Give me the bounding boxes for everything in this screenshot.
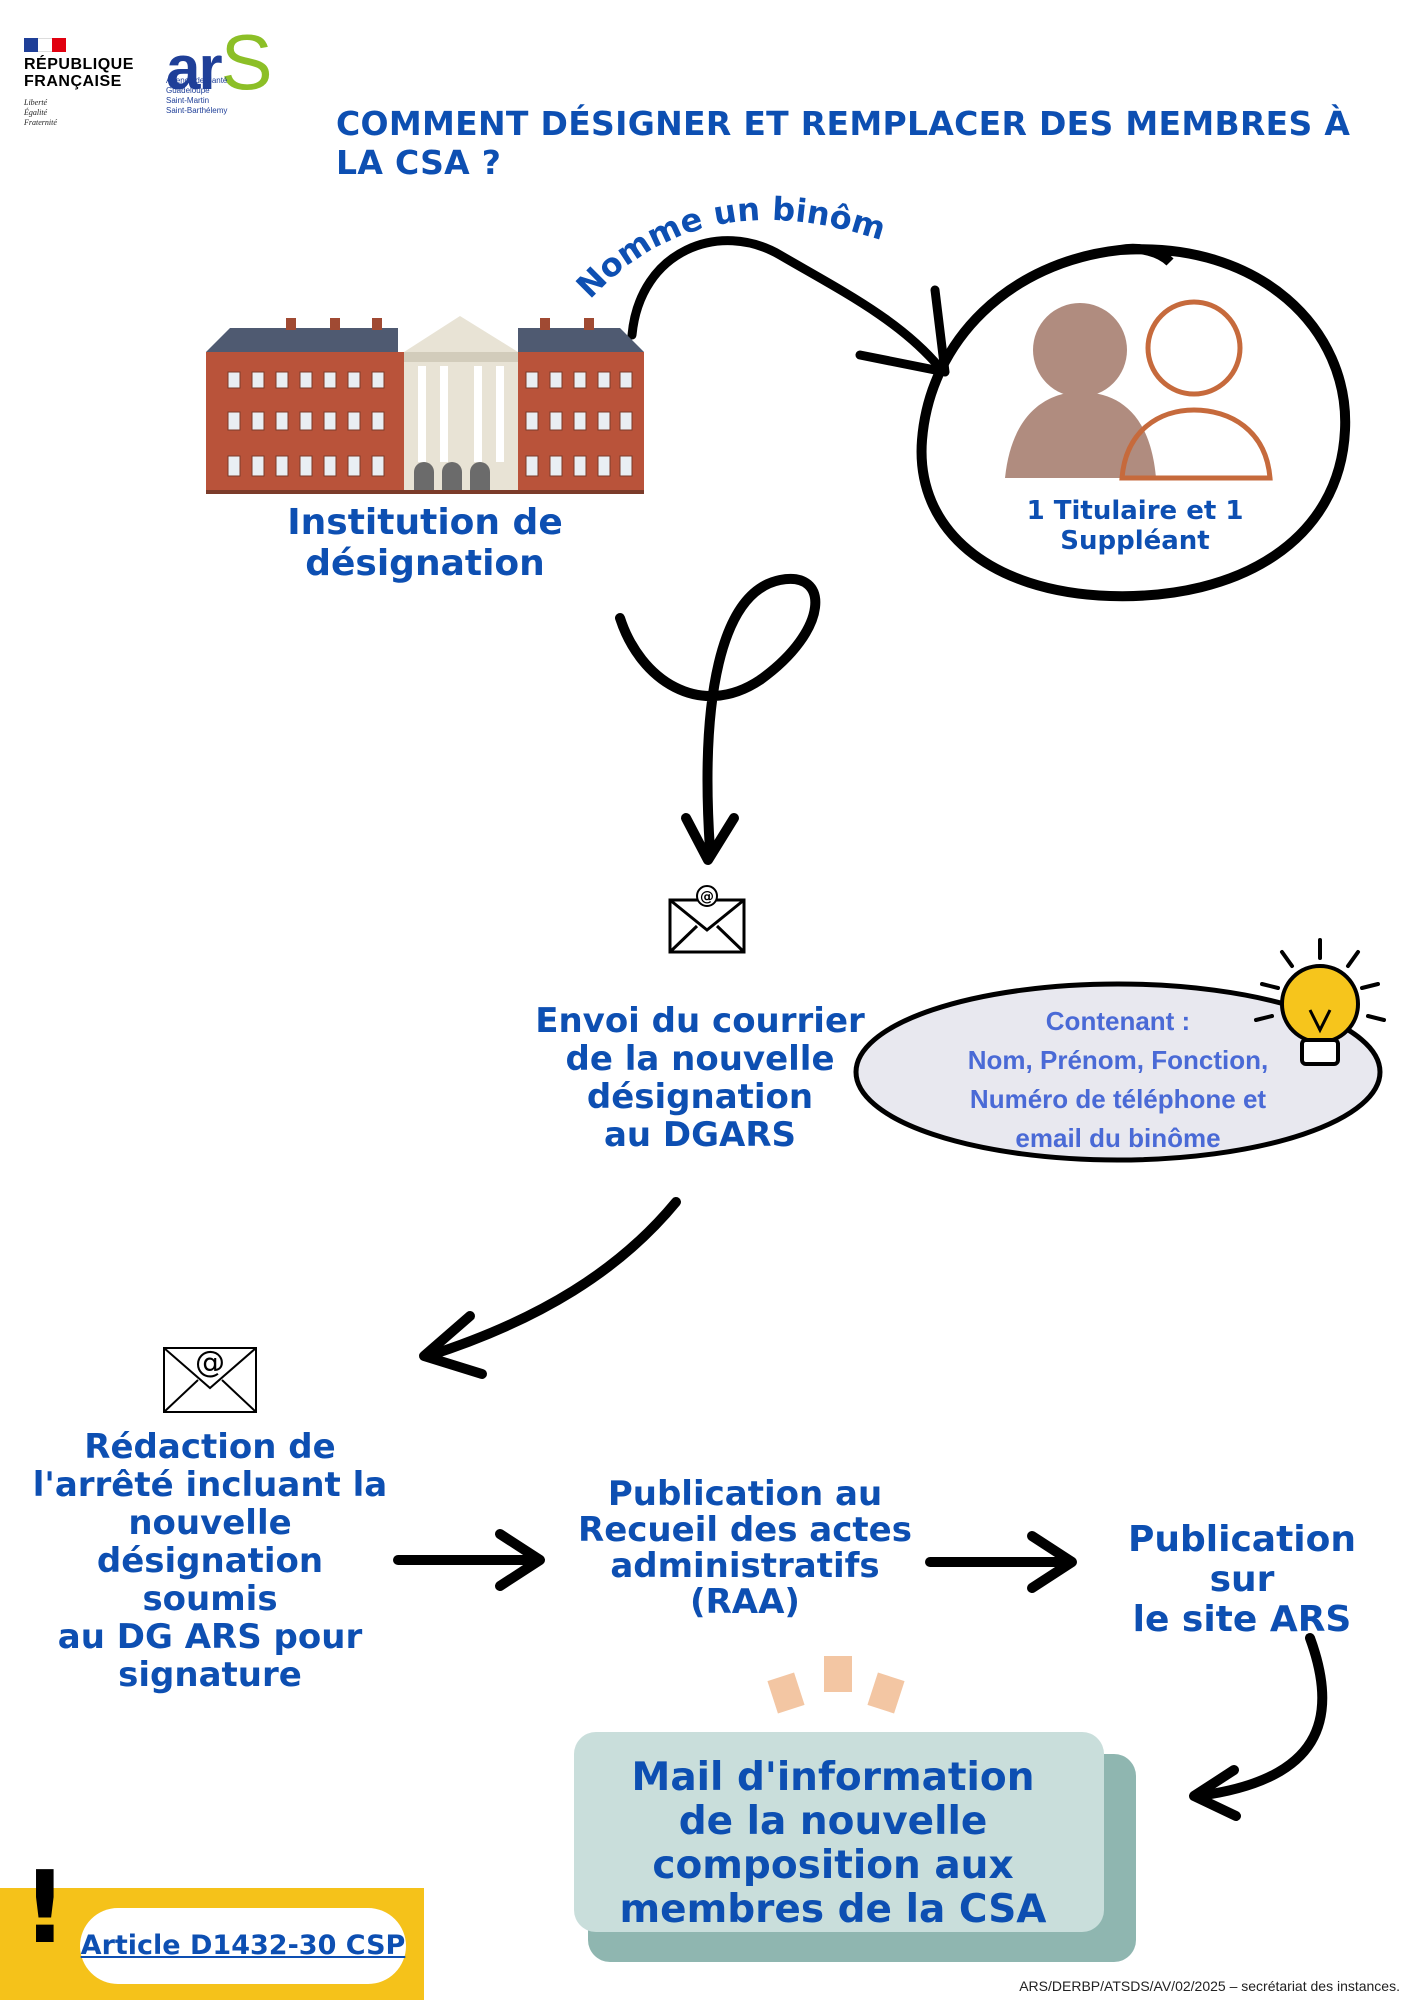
article-pill bbox=[80, 1908, 406, 1984]
footer-reference: ARS/DERBP/ATSDS/AV/02/2025 – secrétariat… bbox=[1019, 1978, 1400, 1994]
raa-label: Publication au Recueil des actes adminis… bbox=[578, 1474, 912, 1622]
article-link[interactable]: Article D1432-30 CSP bbox=[80, 1930, 406, 1961]
lightbulb-icon bbox=[1254, 938, 1386, 1066]
arc-label-path: Nomme un binôme bbox=[0, 0, 890, 305]
confetti-decoration bbox=[767, 1656, 905, 1714]
ars-logo-text: ar bbox=[166, 34, 223, 103]
ars-subtitle: Agence de Santé Guadeloupe Saint-Martin … bbox=[166, 76, 228, 115]
contenant-text: Contenant : Nom, Prénom, Fonction, Numér… bbox=[967, 1006, 1269, 1153]
envoi-label: Envoi du courrier de la nouvelle désigna… bbox=[535, 1001, 865, 1155]
binome-circle bbox=[916, 243, 1351, 602]
svg-text:@: @ bbox=[700, 889, 714, 905]
envelope-at-icon-1: @ bbox=[668, 885, 746, 954]
arrow-head-raa bbox=[495, 1529, 545, 1591]
arrow-head-mail bbox=[1189, 1765, 1241, 1821]
arrow-head-envelope bbox=[681, 813, 739, 865]
binome-label: 1 Titulaire et 1 Suppléant bbox=[1026, 496, 1244, 556]
arrow-head-site bbox=[1027, 1531, 1077, 1593]
envelope-at-icon-2: @ bbox=[163, 1345, 257, 1413]
ars-logo-s: S bbox=[220, 18, 273, 106]
svg-text:@: @ bbox=[195, 1345, 225, 1380]
arc-label: Nomme un binôme bbox=[0, 0, 890, 305]
arrow-envoi-to-redaction bbox=[423, 1197, 681, 1361]
site-label: Publication sur le site ARS bbox=[1127, 1519, 1356, 1640]
institution-label: Institution de désignation bbox=[287, 502, 563, 584]
building-icon bbox=[206, 316, 644, 494]
person-filled-icon bbox=[1005, 303, 1156, 478]
redaction-label: Rédaction de l'arrêté incluant la nouvel… bbox=[32, 1427, 388, 1695]
republique-motto: Liberté Égalité Fraternité bbox=[24, 98, 57, 127]
ars-logo: arS bbox=[166, 23, 273, 101]
contenant-ellipse bbox=[853, 981, 1383, 1163]
page-title: COMMENT DÉSIGNER ET REMPLACER DES MEMBRE… bbox=[336, 104, 1351, 182]
exclamation-icon: ! bbox=[22, 1849, 68, 1966]
arrow-institution-to-binome bbox=[627, 236, 945, 373]
republique-flag-icon bbox=[24, 38, 66, 52]
person-outline-icon bbox=[1119, 299, 1273, 481]
arrow-site-to-mail bbox=[1193, 1633, 1328, 1801]
arrow-loop-to-envelope bbox=[615, 573, 821, 855]
mail-label: Mail d'information de la nouvelle compos… bbox=[619, 1755, 1047, 1932]
republique-francaise-name: RÉPUBLIQUE FRANÇAISE bbox=[24, 56, 134, 90]
arrow-head-redaction bbox=[419, 1311, 487, 1379]
mail-box bbox=[574, 1732, 1104, 1932]
